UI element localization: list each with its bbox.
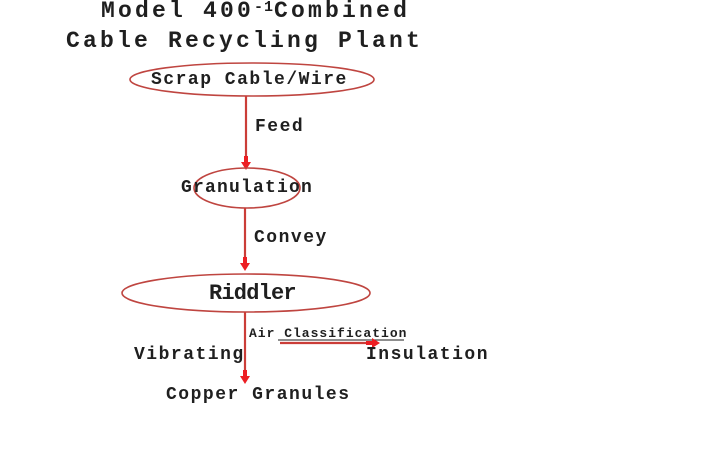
title-model-suffix: -1 (254, 0, 275, 16)
scrap-cable-node-ellipse (129, 62, 375, 97)
riddler-node-label: Riddler (209, 281, 297, 306)
diagram-title-line1: Model 400-1Combined (101, 0, 410, 24)
feed-arrow-label: Feed (255, 117, 305, 137)
insulation-output-label: Insulation (366, 345, 490, 365)
granulation-node-label: Granulation (181, 178, 314, 198)
vibrating-label: Vibrating (134, 345, 245, 365)
convey-arrow-head-icon (240, 257, 250, 271)
title-combined-part: Combined (274, 0, 411, 24)
convey-arrow-label: Convey (254, 228, 328, 248)
diagram-title-line2: Cable Recycling Plant (66, 28, 424, 54)
granulation-node-ellipse (193, 167, 301, 209)
copper-granules-output-label: Copper Granules (166, 385, 351, 405)
air-classification-arrow-head-icon (366, 338, 380, 348)
copper-granules-arrow-head-icon (240, 370, 250, 384)
scrap-cable-node-label: Scrap Cable/Wire (151, 70, 348, 90)
air-classification-label: Air Classification (249, 326, 408, 341)
title-model-part: Model 400 (101, 0, 255, 24)
feed-arrow-head-icon (241, 156, 251, 170)
